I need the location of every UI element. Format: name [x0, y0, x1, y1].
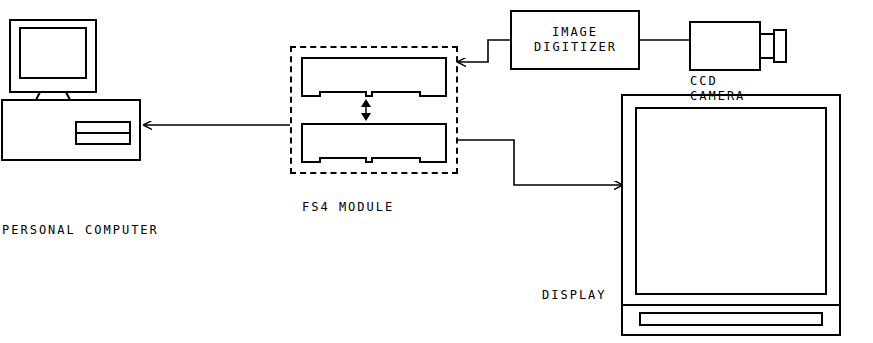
- camera-body: [690, 22, 760, 70]
- display-frame: [622, 95, 840, 335]
- computer-unit: PERSONAL COMPUTER: [2, 20, 142, 160]
- monitor-stand: [36, 92, 70, 100]
- camera-lens: [760, 34, 774, 58]
- node-label: FS4 MODULE: [302, 200, 394, 215]
- computer-case: [2, 100, 140, 160]
- display-unit: DISPLAY: [622, 95, 840, 335]
- monitor-frame: [10, 20, 96, 92]
- node-label: DISPLAY: [542, 288, 607, 303]
- display-screen: [636, 108, 826, 294]
- monitor-screen: [20, 28, 86, 78]
- drive-slot: [76, 132, 130, 134]
- signal-arrow: [458, 40, 510, 62]
- card-link-heads: [361, 99, 371, 121]
- display-illustration: [622, 95, 840, 335]
- fs4-cards: [302, 58, 446, 162]
- circuit-card: [302, 58, 446, 96]
- circuit-card: [302, 124, 446, 162]
- camera-unit: CCD CAMERA: [690, 22, 786, 70]
- node-label: IMAGE DIGITIZER: [534, 25, 616, 55]
- disk-drive: [76, 122, 130, 144]
- signal-arrow: [458, 140, 622, 185]
- camera-illustration: [690, 22, 786, 70]
- node-label: CCD CAMERA: [690, 74, 752, 104]
- computer-illustration: [2, 20, 140, 160]
- signal-arrow: [144, 124, 290, 126]
- process-box: IMAGE DIGITIZER: [510, 10, 640, 70]
- display-base: [622, 304, 840, 306]
- node-label: PERSONAL COMPUTER: [2, 223, 159, 238]
- signal-arrow: [640, 39, 690, 41]
- display-panel: [640, 313, 822, 325]
- lens-front: [774, 30, 786, 62]
- module-frame: FS4 MODULE: [290, 46, 458, 174]
